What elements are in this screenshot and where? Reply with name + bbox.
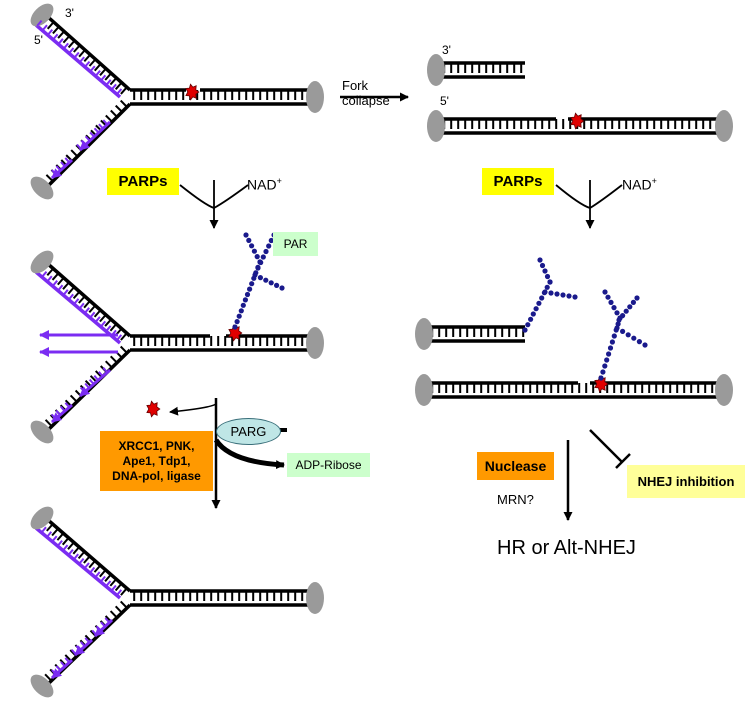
- par-chain-fork-mid-a: [232, 232, 263, 330]
- lesion-release-arrow: [169, 403, 217, 416]
- par-chain-lesion-c: [616, 295, 640, 323]
- fork-bottom-stem-cap: [306, 582, 324, 614]
- fork-mid-upper-ticks: [46, 267, 128, 341]
- fork-mid-okazaki-ticks-0: [50, 402, 71, 420]
- par-chain-lesion-a: [598, 289, 623, 381]
- fork-top-okazaki-ticks-0: [51, 157, 71, 176]
- parps-box-left: PARPs: [107, 168, 179, 195]
- broken-end-mid-cap-left: [415, 318, 433, 350]
- broken-duplex-mid-cap-right: [715, 374, 733, 406]
- fork-bottom-upper-ticks: [46, 523, 128, 596]
- fork-bottom-lower-ticks: [44, 600, 128, 682]
- lesion-collapsed-mid: [594, 375, 609, 393]
- lesion-fork-mid: [228, 324, 243, 342]
- fork-mid-stem-ticks: [133, 336, 304, 346]
- nad-left-plus: +: [276, 176, 282, 186]
- fork-top-okazaki-1: [78, 120, 112, 152]
- fork-bottom-upper-new-ticks: [40, 526, 123, 596]
- fork-bottom-lower-cap: [30, 674, 54, 698]
- fork-bottom-okazaki-0: [50, 658, 74, 680]
- nuclease-box: Nuclease: [477, 452, 554, 480]
- fork-mid-stem-cap: [306, 327, 324, 359]
- fork-mid-upper-new-ticks: [41, 271, 123, 341]
- fork-mid-upper-new: [34, 270, 122, 345]
- par-chain-lesion-b: [614, 325, 648, 348]
- mrn-label: MRN?: [497, 492, 534, 507]
- label-3prime-right: 3': [442, 43, 451, 57]
- broken-duplex-mid-cap-left: [415, 374, 433, 406]
- adp-ribose-arrow: [213, 438, 285, 470]
- fork-top-upper-ticks: [46, 21, 128, 95]
- broken-duplex-top-cap-left: [427, 110, 445, 142]
- nad-right-plus: +: [651, 176, 657, 186]
- lesion-released: [146, 400, 161, 418]
- nad-left-text: NAD: [247, 176, 277, 193]
- fork-bottom-stem-ticks: [133, 591, 304, 601]
- parps-right-curve-in: [555, 184, 591, 209]
- par-chain-fork-mid-c: [255, 232, 277, 271]
- fork-bottom-upper-new: [34, 526, 122, 600]
- fork-mid-upper-cap: [30, 250, 54, 274]
- fork-bottom-okazaki-ticks-0: [51, 657, 71, 676]
- par-chain-fork-mid-b: [252, 272, 285, 291]
- fork-top-stem-cap: [306, 81, 324, 113]
- parg-enzyme: PARG: [216, 418, 281, 445]
- nad-left: NAD+: [247, 176, 282, 193]
- broken-duplex-top-cap-right: [715, 110, 733, 142]
- fork-top-okazaki-ticks-1: [76, 119, 109, 150]
- fork-top-okazaki-0: [50, 158, 74, 180]
- par-chain-end-b: [542, 289, 578, 300]
- broken-duplex-mid-ticks: [431, 383, 714, 393]
- fork-top-upper-cap: [30, 3, 54, 27]
- parps-left-curve-in: [179, 184, 215, 209]
- nad-right: NAD+: [622, 176, 657, 193]
- fork-bottom-upper-parent: [46, 518, 132, 593]
- fork-mid-lower-ticks: [44, 345, 128, 427]
- fork-mid-lower-cap: [30, 420, 54, 444]
- nhej-inhibition-box: NHEJ inhibition: [627, 465, 745, 498]
- broken-end-top-cap-left: [427, 54, 445, 86]
- parps-box-right: PARPs: [482, 168, 554, 195]
- lesion-collapsed-top: [570, 112, 585, 130]
- label-3prime-left: 3': [65, 6, 74, 20]
- fork-mid-okazaki-1: [79, 368, 111, 398]
- fork-top-lower-cap: [30, 176, 54, 200]
- fork-top-upper-new-ticks: [36, 19, 123, 95]
- nad-right-curve-in: [589, 184, 623, 209]
- fork-bottom-upper-cap: [30, 506, 54, 530]
- fork-mid-upper-parent: [46, 262, 132, 338]
- label-5prime-right: 5': [440, 94, 449, 108]
- label-fork-collapse: Fork collapse: [342, 78, 390, 108]
- nad-right-text: NAD: [622, 176, 652, 193]
- fork-bottom-okazaki-ticks-2: [91, 617, 111, 636]
- inhibition-line: [589, 429, 623, 463]
- par-box: PAR: [273, 232, 318, 256]
- adp-ribose-box: ADP-Ribose: [287, 453, 370, 477]
- repair-factors-box: XRCC1, PNK, Ape1, Tdp1, DNA-pol, ligase: [100, 431, 213, 491]
- lesion-fork-top: [185, 83, 200, 101]
- fork-top-upper-parent: [46, 15, 132, 92]
- label-5prime-left: 5': [34, 33, 43, 47]
- inhibition-bar: [615, 453, 631, 469]
- nad-left-curve-in: [213, 184, 249, 209]
- par-chain-end-a: [522, 257, 553, 333]
- fork-top-upper-new: [34, 23, 122, 99]
- fork-bottom-okazaki-ticks-1: [71, 637, 91, 655]
- outcome-label: HR or Alt-NHEJ: [497, 537, 636, 559]
- fork-mid-okazaki-ticks-1: [79, 367, 109, 393]
